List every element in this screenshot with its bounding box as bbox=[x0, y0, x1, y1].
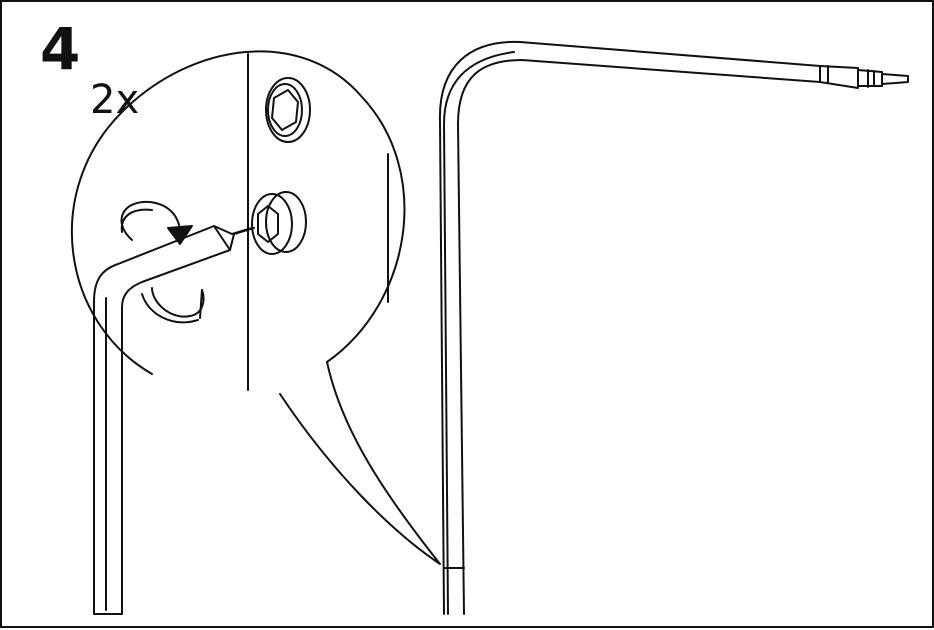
bolt-icon bbox=[251, 191, 307, 255]
step-number: 4 bbox=[40, 15, 81, 83]
allen-key-icon bbox=[93, 225, 255, 615]
callout-pointer bbox=[279, 361, 441, 565]
rotate-arrow-icon bbox=[120, 200, 205, 324]
large-allen-key-icon bbox=[438, 40, 909, 615]
hex-socket-icon bbox=[265, 77, 311, 143]
callout-circle bbox=[70, 50, 406, 375]
quantity-label: 2x bbox=[90, 77, 140, 123]
